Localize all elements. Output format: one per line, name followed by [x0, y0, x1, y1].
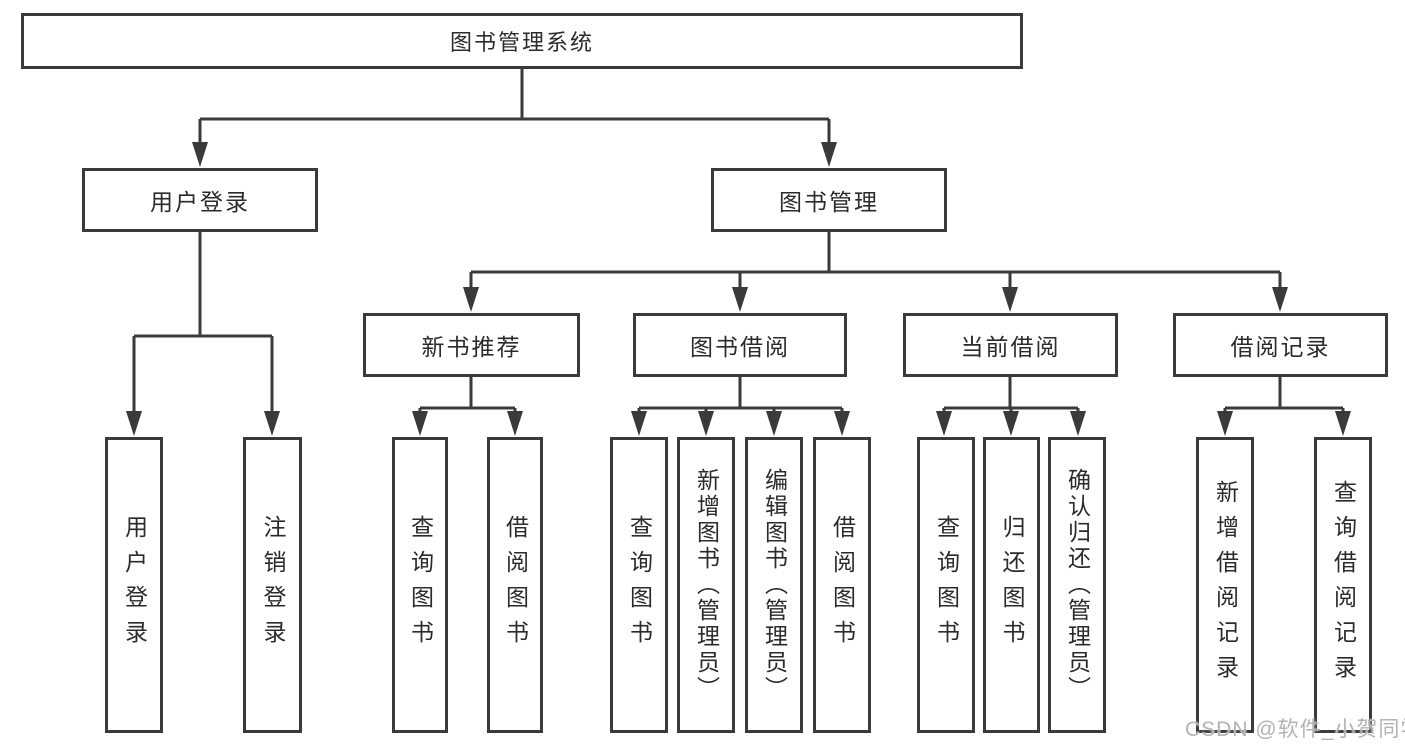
- arrowhead: [126, 411, 142, 436]
- arrowhead: [264, 411, 280, 436]
- node-new-book-recommend: 新书推荐: [363, 313, 580, 377]
- csdn-watermark: CSDN @软件_小贺同学: [1185, 718, 1405, 741]
- arrowhead: [766, 411, 782, 436]
- arrowhead: [1335, 411, 1351, 436]
- node-book-management: 图书管理: [711, 168, 947, 232]
- node-label: 查询图书: [407, 515, 434, 655]
- arrowhead: [1070, 411, 1086, 436]
- node-label: 图书管理: [779, 189, 879, 215]
- arrowhead: [1217, 411, 1233, 436]
- connector-book-management: [469, 232, 1282, 295]
- node-label: 借阅记录: [1230, 334, 1331, 360]
- node-leaf-add-books-admin: 新增图书（管理员）: [677, 437, 735, 733]
- node-label: 查询图书: [626, 515, 653, 655]
- node-label: 借阅图书: [502, 515, 529, 655]
- arrowhead: [631, 411, 647, 436]
- node-leaf-query-borrow-record: 查询借阅记录: [1314, 437, 1372, 733]
- arrowhead: [412, 411, 428, 436]
- node-label: 归还图书: [999, 515, 1025, 655]
- node-label: 图书借阅: [690, 334, 790, 360]
- node-leaf-add-borrow-record: 新增借阅记录: [1196, 437, 1254, 733]
- node-label: 新增图书（管理员）: [693, 468, 720, 702]
- node-library-management-system: 图书管理系统: [21, 13, 1023, 69]
- node-label: 查询图书: [933, 515, 960, 655]
- node-leaf-query-books-borrow: 查询图书: [610, 437, 668, 733]
- node-leaf-borrow-books-recommend: 借阅图书: [487, 437, 543, 733]
- node-borrow-records: 借阅记录: [1173, 313, 1388, 377]
- node-leaf-edit-books-admin: 编辑图书（管理员）: [745, 437, 803, 733]
- arrowhead: [1003, 411, 1019, 436]
- arrowhead: [936, 411, 952, 436]
- node-label: 确认归还（管理员）: [1064, 468, 1091, 702]
- node-leaf-logout: 注销登录: [243, 437, 302, 733]
- node-label: 编辑图书（管理员）: [761, 468, 788, 702]
- arrowhead: [1272, 287, 1288, 312]
- arrowhead: [507, 411, 523, 436]
- node-user-login: 用户登录: [82, 168, 318, 232]
- connector-current-borrow: [942, 377, 1080, 420]
- arrowhead: [732, 287, 748, 312]
- node-book-borrow: 图书借阅: [633, 313, 847, 377]
- node-leaf-query-books-current: 查询图书: [917, 437, 975, 733]
- node-label: 查询借阅记录: [1330, 480, 1357, 690]
- arrowhead: [192, 142, 208, 167]
- node-leaf-query-books-recommend: 查询图书: [392, 437, 448, 733]
- node-label: 新书推荐: [421, 334, 522, 360]
- arrowhead: [821, 142, 837, 167]
- connector-root: [198, 69, 831, 150]
- arrowhead: [1002, 287, 1018, 312]
- node-leaf-return-books: 归还图书: [983, 437, 1040, 733]
- connector-user-login: [132, 232, 274, 420]
- node-leaf-borrow-books: 借阅图书: [813, 437, 871, 733]
- arrowhead: [698, 411, 714, 436]
- arrowhead: [463, 287, 479, 312]
- node-label: 当前借阅: [960, 334, 1061, 360]
- connector-borrow-records: [1223, 377, 1345, 420]
- node-label: 借阅图书: [829, 515, 856, 655]
- node-current-borrow: 当前借阅: [903, 313, 1118, 377]
- node-label: 注销登录: [260, 515, 286, 655]
- arrowhead: [834, 411, 850, 436]
- node-label: 图书管理系统: [449, 30, 594, 55]
- node-leaf-confirm-return-admin: 确认归还（管理员）: [1048, 437, 1106, 733]
- connector-book-borrow: [637, 377, 844, 420]
- node-label: 用户登录: [150, 189, 250, 215]
- node-leaf-user-login: 用户登录: [105, 437, 163, 733]
- node-label: 用户登录: [121, 515, 148, 655]
- connector-new-book-recommend: [418, 377, 517, 420]
- node-label: 新增借阅记录: [1212, 480, 1239, 690]
